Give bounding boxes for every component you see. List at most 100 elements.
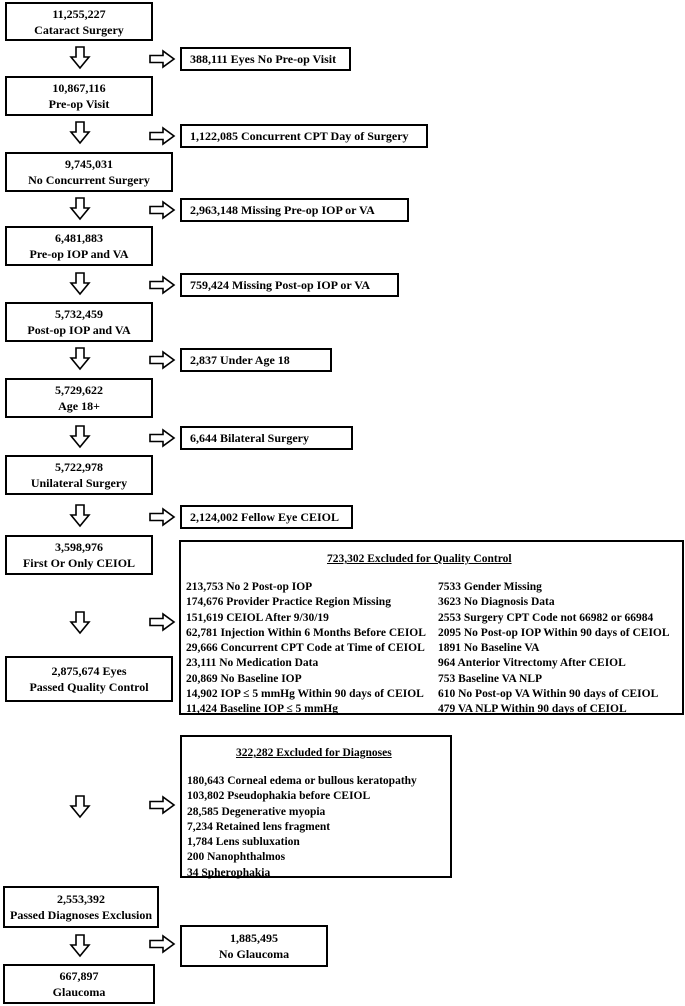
down-arrow-icon <box>70 347 90 370</box>
diagnosis-item: 103,802 Pseudophakia before CEIOL <box>187 790 371 803</box>
diagnosis-item: 34 Spherophakia <box>187 866 271 879</box>
right-arrow-icon <box>149 796 175 814</box>
quality-control-title: 723,302 Excluded for Quality Control <box>327 553 512 565</box>
step-count: 9,745,031 <box>65 157 113 171</box>
right-arrow-icon <box>149 429 175 447</box>
step-passed-quality-control: 2,875,674 Eyes Passed Quality Control <box>5 656 173 702</box>
down-arrow-icon <box>70 197 90 220</box>
qc-item: 2553 Surgery CPT Code not 66982 or 66984 <box>438 611 654 624</box>
down-arrow-icon <box>70 425 90 448</box>
down-arrow-icon <box>70 934 90 957</box>
exclusion-text: 6,644 Bilateral Surgery <box>190 430 309 445</box>
qc-item: 3623 No Diagnosis Data <box>438 596 555 609</box>
step-label: Pre-op IOP and VA <box>29 247 129 261</box>
step-count: 5,722,978 <box>55 460 103 474</box>
step-label: Passed Quality Control <box>29 680 149 694</box>
step-count: 11,255,227 <box>52 6 106 21</box>
exclusion-text: 2,124,002 Fellow Eye CEIOL <box>190 509 339 524</box>
qc-item: 964 Anterior Vitrectomy After CEIOL <box>438 657 626 670</box>
exclusion-text: 1,122,085 Concurrent CPT Day of Surgery <box>190 128 409 143</box>
step-pre-op-iop-va: 6,481,883 Pre-op IOP and VA <box>5 226 153 266</box>
qc-item: 1891 No Baseline VA <box>438 642 540 655</box>
qc-item: 11,424 Baseline IOP ≤ 5 mmHg <box>186 703 338 716</box>
right-arrow-icon <box>149 508 175 526</box>
qc-item: 23,111 No Medication Data <box>186 657 319 670</box>
quality-control-left-list: 213,753 No 2 Post-op IOP 174,676 Provide… <box>186 580 426 718</box>
qc-item: 7533 Gender Missing <box>438 581 542 593</box>
step-unilateral-surgery: 5,722,978 Unilateral Surgery <box>5 455 153 495</box>
qc-item: 753 Baseline VA NLP <box>438 672 543 685</box>
down-arrow-icon <box>70 46 90 69</box>
step-label: Unilateral Surgery <box>30 476 128 490</box>
right-arrow-icon <box>149 201 175 219</box>
down-arrow-icon <box>70 121 90 144</box>
step-label: Age 18+ <box>58 399 100 413</box>
step-count: 5,732,459 <box>55 307 103 321</box>
step-glaucoma: 667,897 Glaucoma <box>3 964 155 1004</box>
step-count: 2,553,392 <box>57 892 105 906</box>
right-arrow-icon <box>149 935 175 953</box>
qc-item: 14,902 IOP ≤ 5 mmHg Within 90 days of CE… <box>186 688 424 701</box>
qc-item: 213,753 No 2 Post-op IOP <box>186 581 313 593</box>
right-arrow-icon <box>149 127 175 145</box>
step-label: Glaucoma <box>52 985 106 999</box>
step-pre-op-visit: 10,867,116 Pre-op Visit <box>5 76 153 116</box>
no-glaucoma-label: No Glaucoma <box>218 947 290 961</box>
down-arrow-icon <box>70 611 90 634</box>
no-glaucoma-count: 1,885,495 <box>230 931 278 945</box>
quality-control-box: 723,302 Excluded for Quality Control 213… <box>179 540 684 715</box>
diagnosis-item: 180,643 Corneal edema or bullous keratop… <box>187 775 417 787</box>
right-arrow-icon <box>149 50 175 68</box>
exclusion-concurrent-cpt: 1,122,085 Concurrent CPT Day of Surgery <box>180 124 428 148</box>
step-label: First Or Only CEIOL <box>22 556 136 570</box>
step-no-concurrent-surgery: 9,745,031 No Concurrent Surgery <box>5 152 173 192</box>
exclusion-no-pre-op-visit: 388,111 Eyes No Pre-op Visit <box>180 47 351 71</box>
right-arrow-icon <box>149 613 175 631</box>
down-arrow-icon <box>70 504 90 527</box>
qc-item: 29,666 Concurrent CPT Code at Time of CE… <box>186 642 425 655</box>
exclusion-bilateral: 6,644 Bilateral Surgery <box>180 426 353 450</box>
qc-item: 610 No Post-op VA Within 90 days of CEIO… <box>438 688 659 701</box>
exclusion-missing-post-op: 759,424 Missing Post-op IOP or VA <box>180 273 399 297</box>
quality-control-right-list: 7533 Gender Missing 3623 No Diagnosis Da… <box>438 580 670 718</box>
step-passed-diagnoses: 2,553,392 Passed Diagnoses Exclusion <box>3 886 159 928</box>
step-label: Passed Diagnoses Exclusion <box>9 908 153 922</box>
exclusion-text: 759,424 Missing Post-op IOP or VA <box>190 277 371 292</box>
diagnosis-item: 28,585 Degenerative myopia <box>187 805 326 818</box>
step-first-ceiol: 3,598,976 First Or Only CEIOL <box>5 535 153 575</box>
exclusion-fellow-eye: 2,124,002 Fellow Eye CEIOL <box>180 505 353 529</box>
right-arrow-icon <box>149 276 175 294</box>
step-count: 5,729,622 <box>55 383 103 397</box>
diagnoses-list: 180,643 Corneal edema or bullous keratop… <box>187 774 417 881</box>
down-arrow-icon <box>70 795 90 818</box>
qc-item: 151,619 CEIOL After 9/30/19 <box>186 611 329 624</box>
diagnosis-item: 1,784 Lens subluxation <box>187 836 300 849</box>
step-count: 10,867,116 <box>52 81 106 95</box>
exclusion-text: 2,837 Under Age 18 <box>190 352 290 367</box>
step-post-op-iop-va: 5,732,459 Post-op IOP and VA <box>5 302 153 342</box>
qc-item: 174,676 Provider Practice Region Missing <box>186 596 391 609</box>
diagnosis-item: 200 Nanophthalmos <box>187 851 286 864</box>
step-cataract-surgery: 11,255,227 Cataract Surgery <box>5 2 153 41</box>
no-glaucoma-box: 1,885,495 No Glaucoma <box>180 925 328 967</box>
qc-item: 479 VA NLP Within 90 days of CEIOL <box>438 703 627 716</box>
diagnoses-box: 322,282 Excluded for Diagnoses 180,643 C… <box>180 735 452 881</box>
exclusion-text: 2,963,148 Missing Pre-op IOP or VA <box>190 202 375 217</box>
right-arrow-icon <box>149 351 175 369</box>
down-arrow-icon <box>70 272 90 295</box>
diagnoses-title: 322,282 Excluded for Diagnoses <box>236 747 392 759</box>
step-count: 667,897 <box>59 969 99 983</box>
step-count: 2,875,674 Eyes <box>51 664 127 678</box>
qc-item: 62,781 Injection Within 6 Months Before … <box>186 626 426 639</box>
exclusion-under-age-18: 2,837 Under Age 18 <box>180 348 332 372</box>
step-label: Cataract Surgery <box>34 22 124 37</box>
step-label: Pre-op Visit <box>48 97 110 111</box>
diagnosis-item: 7,234 Retained lens fragment <box>187 820 331 833</box>
exclusion-text: 388,111 Eyes No Pre-op Visit <box>190 51 337 66</box>
step-count: 3,598,976 <box>55 540 103 554</box>
qc-item: 20,869 No Baseline IOP <box>186 672 302 685</box>
step-age-18: 5,729,622 Age 18+ <box>5 378 153 418</box>
step-label: No Concurrent Surgery <box>28 173 150 187</box>
qc-item: 2095 No Post-op IOP Within 90 days of CE… <box>438 626 670 639</box>
step-label: Post-op IOP and VA <box>27 323 131 337</box>
